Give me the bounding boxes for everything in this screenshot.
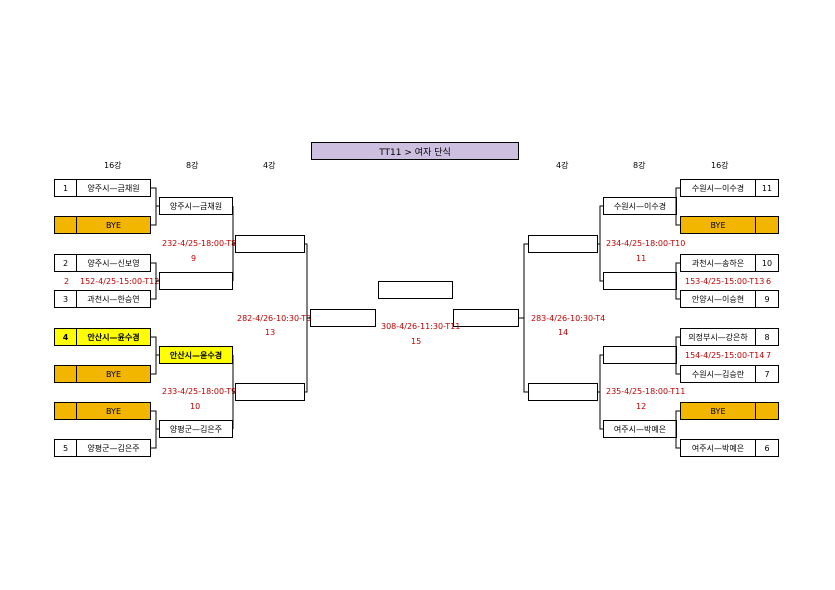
match-154-number: 7 xyxy=(766,351,772,360)
match-235-label: 235-4/25-18:00-T11 xyxy=(606,387,686,396)
left-r16-seed-8: 5 xyxy=(54,439,77,457)
match-282-number: 13 xyxy=(265,328,276,337)
left-r16-player-3[interactable]: 양주시—신보영 xyxy=(76,254,151,272)
match-233-number: 10 xyxy=(190,402,201,411)
match-282-label: 282-4/26-10:30-T3 xyxy=(237,314,312,323)
header-left-r16: 16강 xyxy=(104,161,122,170)
match-308-number: 15 xyxy=(411,337,422,346)
right-r16-player-1[interactable]: 수원시—이수경 xyxy=(680,179,756,197)
page-title: TT11 > 여자 단식 xyxy=(311,142,519,160)
match-232-label: 232-4/25-18:00-T8 xyxy=(162,239,237,248)
match-152-number: 2 xyxy=(64,277,70,286)
match-283-number: 14 xyxy=(558,328,569,337)
match-233-label: 233-4/25-18:00-T9 xyxy=(162,387,237,396)
match-308-label: 308-4/26-11:30-T11 xyxy=(381,322,461,331)
match-234-number: 11 xyxy=(636,254,647,263)
right-r16-player-5[interactable]: 의정부시—강은하 xyxy=(680,328,756,346)
right-r16-seed-3: 10 xyxy=(755,254,779,272)
right-r4-slot-2[interactable] xyxy=(528,383,598,401)
right-r16-seed-4: 9 xyxy=(755,290,779,308)
champion-slot[interactable] xyxy=(378,281,453,299)
match-232-number: 9 xyxy=(191,254,197,263)
right-r16-player-2[interactable]: BYE xyxy=(680,216,756,234)
right-r4-slot-1[interactable] xyxy=(528,235,598,253)
left-semifinal-slot[interactable] xyxy=(310,309,376,327)
right-semifinal-slot[interactable] xyxy=(453,309,519,327)
left-r16-player-1[interactable]: 양주시—금채원 xyxy=(76,179,151,197)
match-283-label: 283-4/26-10:30-T4 xyxy=(531,314,606,323)
right-r16-player-4[interactable]: 안양시—이승현 xyxy=(680,290,756,308)
left-r16-seed-1: 1 xyxy=(54,179,77,197)
right-r16-player-6[interactable]: 수원시—김승란 xyxy=(680,365,756,383)
left-r16-player-7[interactable]: BYE xyxy=(76,402,151,420)
left-r8-slot-3[interactable]: 안산시—윤수경 xyxy=(159,346,233,364)
header-right-r8: 8강 xyxy=(633,161,646,170)
left-r16-player-2[interactable]: BYE xyxy=(76,216,151,234)
header-left-r8: 8강 xyxy=(186,161,199,170)
match-152-label: 152-4/25-15:00-T12 xyxy=(80,277,160,286)
left-r16-player-5[interactable]: 안산시—윤수경 xyxy=(76,328,151,346)
match-154-label: 154-4/25-15:00-T14 xyxy=(685,351,765,360)
header-right-r16: 16강 xyxy=(711,161,729,170)
left-r4-slot-2[interactable] xyxy=(235,383,305,401)
left-r8-slot-4[interactable]: 양평군—김은주 xyxy=(159,420,233,438)
right-r16-player-7[interactable]: BYE xyxy=(680,402,756,420)
header-left-r4: 4강 xyxy=(263,161,276,170)
right-r16-player-3[interactable]: 과천시—송하은 xyxy=(680,254,756,272)
match-153-number: 6 xyxy=(766,277,772,286)
header-right-r4: 4강 xyxy=(556,161,569,170)
right-r16-player-8[interactable]: 여주시—박예은 xyxy=(680,439,756,457)
left-r4-slot-1[interactable] xyxy=(235,235,305,253)
match-153-label: 153-4/25-15:00-T13 xyxy=(685,277,765,286)
match-235-number: 12 xyxy=(636,402,647,411)
match-234-label: 234-4/25-18:00-T10 xyxy=(606,239,686,248)
